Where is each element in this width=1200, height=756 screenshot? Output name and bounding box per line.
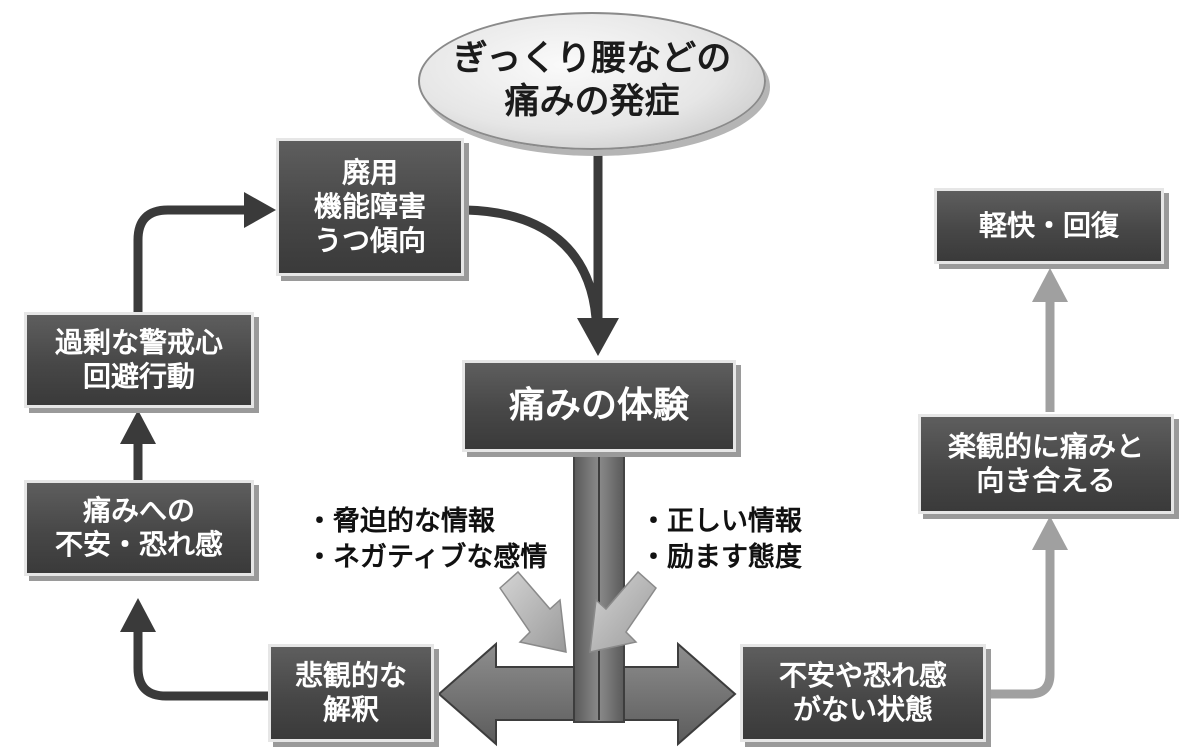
split-arrow-left-head (437, 641, 575, 747)
optimistic-line-1: 楽観的に痛みと (947, 429, 1144, 463)
recovery-node: 軽快・回復 (934, 188, 1164, 264)
disuse-line-1: 廃用 (341, 155, 398, 189)
pessimistic-line-1: 悲観的な (294, 658, 407, 692)
anxiety-fear-node: 痛みへの 不安・恐れ感 (24, 480, 254, 576)
positive-input-arrow (589, 570, 657, 653)
arrow-onset-to-pain-experience (577, 152, 619, 356)
arrow-anxiety-to-overcaution (120, 410, 156, 480)
overcaution-line-1: 過剰な警戒心 (54, 325, 223, 359)
arrow-optimistic-to-recovery (1032, 268, 1068, 412)
disuse-node: 廃用 機能障害 うつ傾向 (276, 138, 464, 276)
no-fear-line-1: 不安や恐れ感 (778, 658, 947, 692)
optimistic-line-2: 向き合える (976, 464, 1116, 497)
split-arrow-right-head (623, 641, 737, 747)
pessimistic-node: 悲観的な 解釈 (268, 644, 434, 742)
negative-input-arrow (499, 570, 567, 653)
overcaution-line-2: 回避行動 (82, 360, 195, 393)
negative-inputs: ・脅迫的な情報 ・ネガティブな感情 (306, 504, 547, 575)
arrow-pessimistic-to-anxiety (120, 598, 268, 701)
disuse-line-2: 機能障害 (313, 189, 426, 223)
anxiety-fear-line-2: 不安・恐れ感 (54, 528, 223, 561)
negative-input-item: ・脅迫的な情報 (306, 506, 495, 537)
arrow-no-fear-to-optimistic (988, 516, 1068, 699)
positive-input-item: ・正しい情報 (640, 506, 802, 537)
positive-inputs: ・正しい情報 ・励ます態度 (640, 504, 802, 575)
arrow-disuse-to-pain-experience (465, 205, 601, 319)
negative-input-item: ・ネガティブな感情 (306, 541, 548, 573)
overcaution-node: 過剰な警戒心 回避行動 (24, 312, 254, 408)
pain-experience-label: 痛みの体験 (508, 385, 689, 427)
onset-line-1: ぎっくり腰などの (452, 39, 732, 80)
pessimistic-line-2: 解釈 (322, 693, 379, 726)
no-fear-node: 不安や恐れ感 がない状態 (740, 644, 986, 742)
split-arrow (437, 449, 737, 747)
arrow-overcaution-to-disuse (133, 192, 276, 312)
anxiety-fear-line-1: 痛みへの (82, 493, 195, 527)
onset-line-2: 痛みの発症 (504, 82, 680, 122)
no-fear-line-2: がない状態 (792, 693, 933, 726)
onset-node: ぎっくり腰などの 痛みの発症 (418, 12, 766, 150)
optimistic-node: 楽観的に痛みと 向き合える (918, 414, 1174, 514)
disuse-line-3: うつ傾向 (313, 224, 426, 258)
recovery-label: 軽快・回復 (978, 208, 1119, 242)
pain-experience-node: 痛みの体験 (462, 360, 736, 452)
positive-input-item: ・励ます態度 (640, 541, 802, 573)
